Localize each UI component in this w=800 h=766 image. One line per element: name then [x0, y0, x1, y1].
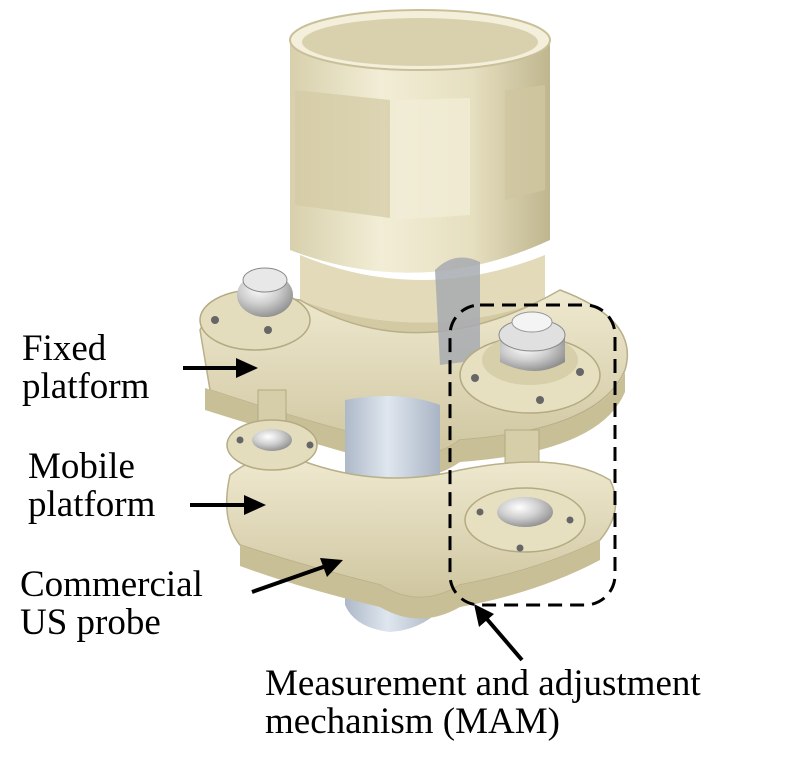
fixed-platform-label-line2: platform — [22, 366, 150, 407]
mobile-platform-label-line2: platform — [28, 484, 156, 525]
mam-arrow — [474, 604, 524, 662]
left-upper-bearing — [199, 267, 311, 351]
mam-label-line1: Measurement and adjustment — [265, 663, 701, 704]
right-lower-bearing — [464, 487, 586, 553]
mobile-platform-label: Mobile platform — [28, 448, 155, 524]
mam-label-line2: mechanism (MAM) — [265, 701, 560, 742]
arrows — [183, 358, 524, 662]
right-upper-bearing — [459, 311, 601, 414]
upper-tube — [289, 9, 551, 352]
mam-dashed-box — [448, 303, 617, 607]
fixed-platform-label: Fixed platform — [22, 330, 149, 406]
commercial-probe-label: Commercial US probe — [20, 566, 203, 642]
mobile-platform-label-line1: Mobile — [28, 446, 135, 487]
mam-label: Measurement and adjustment mechanism (MA… — [265, 665, 701, 741]
commercial-probe-label-line2: US probe — [20, 602, 161, 643]
fixed-platform-arrow — [183, 358, 258, 378]
fixed-platform-label-line1: Fixed — [22, 328, 107, 369]
probe-arrow — [251, 558, 343, 594]
left-lower-bearing — [226, 419, 318, 471]
mobile-platform-arrow — [190, 495, 266, 515]
commercial-probe-label-line1: Commercial — [20, 564, 203, 605]
